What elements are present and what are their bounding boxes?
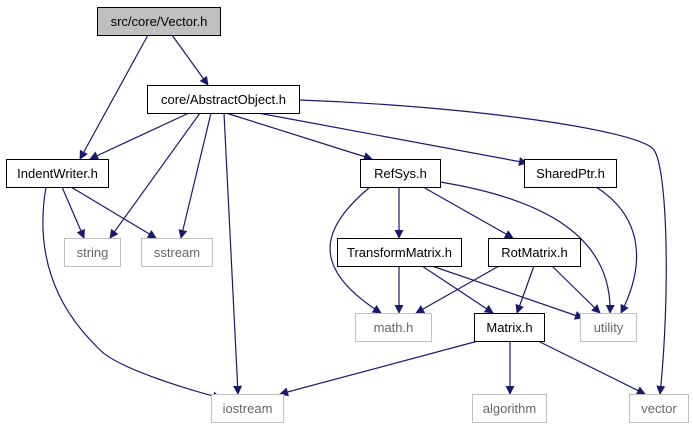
node-box bbox=[629, 394, 689, 423]
edge-rotmatrix-h-to-matrix-h bbox=[515, 265, 535, 314]
edge-vector-h-to-abstractobject-h bbox=[171, 34, 209, 86]
edges-layer bbox=[42, 34, 667, 401]
node-box bbox=[337, 238, 462, 267]
node-math-h: math.h bbox=[355, 313, 432, 342]
node-box bbox=[97, 7, 221, 36]
node-box bbox=[524, 159, 617, 188]
node-rotmatrix-h[interactable]: RotMatrix.h bbox=[488, 238, 581, 267]
node-box bbox=[360, 159, 441, 188]
edge-abstractobject-h-to-sharedptr-h bbox=[257, 112, 528, 166]
node-utility: utility bbox=[580, 313, 637, 342]
node-box bbox=[147, 85, 300, 114]
edge-abstractobject-h-to-indentwriter-h bbox=[89, 112, 190, 160]
node-box bbox=[6, 159, 109, 188]
node-box bbox=[474, 313, 545, 342]
node-label: core/AbstractObject.h bbox=[161, 92, 286, 107]
node-label: SharedPtr.h bbox=[536, 166, 605, 181]
node-box bbox=[355, 313, 432, 342]
node-iostream: iostream bbox=[211, 394, 284, 423]
node-algorithm: algorithm bbox=[472, 394, 547, 423]
edge-matrix-h-to-vector bbox=[537, 340, 646, 395]
node-box bbox=[580, 313, 637, 342]
node-label: sstream bbox=[154, 245, 200, 260]
node-label: vector bbox=[641, 401, 677, 416]
edge-sharedptr-h-to-utility bbox=[595, 186, 638, 314]
edge-matrix-h-to-iostream bbox=[279, 340, 479, 397]
edge-refsys-h-to-utility bbox=[439, 181, 615, 314]
node-refsys-h[interactable]: RefSys.h bbox=[360, 159, 441, 188]
node-matrix-h[interactable]: Matrix.h bbox=[474, 313, 545, 342]
edge-abstractobject-h-to-string bbox=[109, 112, 201, 239]
node-label: RotMatrix.h bbox=[501, 245, 567, 260]
edge-vector-h-to-indentwriter-h bbox=[79, 34, 149, 160]
node-label: utility bbox=[594, 320, 624, 335]
node-label: Matrix.h bbox=[486, 320, 532, 335]
node-label: TransformMatrix.h bbox=[347, 245, 452, 260]
node-box bbox=[211, 394, 284, 423]
edge-indentwriter-h-to-iostream bbox=[42, 186, 222, 401]
node-label: string bbox=[77, 245, 109, 260]
node-box bbox=[472, 394, 547, 423]
edge-rotmatrix-h-to-utility bbox=[551, 265, 601, 314]
node-box bbox=[488, 238, 581, 267]
node-label: algorithm bbox=[483, 401, 536, 416]
edge-refsys-h-to-math-h bbox=[329, 186, 382, 314]
edge-indentwriter-h-to-sstream bbox=[70, 186, 157, 239]
node-vector: vector bbox=[629, 394, 689, 423]
edge-indentwriter-h-to-string bbox=[61, 186, 85, 239]
node-transformmatrix-h[interactable]: TransformMatrix.h bbox=[337, 238, 462, 267]
node-sstream: sstream bbox=[141, 238, 213, 267]
edge-abstractobject-h-to-refsys-h bbox=[225, 112, 373, 161]
node-label: IndentWriter.h bbox=[17, 166, 98, 181]
node-label: RefSys.h bbox=[374, 166, 427, 181]
edge-transformmatrix-h-to-utility bbox=[431, 265, 584, 320]
edge-abstractobject-h-to-vector bbox=[298, 99, 667, 395]
edge-abstractobject-h-to-sstream bbox=[178, 112, 212, 239]
node-label: math.h bbox=[374, 320, 414, 335]
edge-refsys-h-to-rotmatrix-h bbox=[422, 186, 514, 239]
edge-abstractobject-h-to-iostream bbox=[223, 112, 243, 395]
node-vector-h[interactable]: src/core/Vector.h bbox=[97, 7, 221, 36]
node-label: iostream bbox=[223, 401, 273, 416]
edge-rotmatrix-h-to-math-h bbox=[415, 265, 500, 314]
node-box bbox=[64, 238, 121, 267]
node-indentwriter-h[interactable]: IndentWriter.h bbox=[6, 159, 109, 188]
node-sharedptr-h[interactable]: SharedPtr.h bbox=[524, 159, 617, 188]
nodes-layer: src/core/Vector.h core/AbstractObject.hIn… bbox=[6, 7, 689, 423]
node-box bbox=[141, 238, 213, 267]
node-string: string bbox=[64, 238, 121, 267]
node-abstractobject-h[interactable]: core/AbstractObject.h bbox=[147, 85, 300, 114]
node-label: src/core/Vector.h bbox=[111, 14, 208, 29]
